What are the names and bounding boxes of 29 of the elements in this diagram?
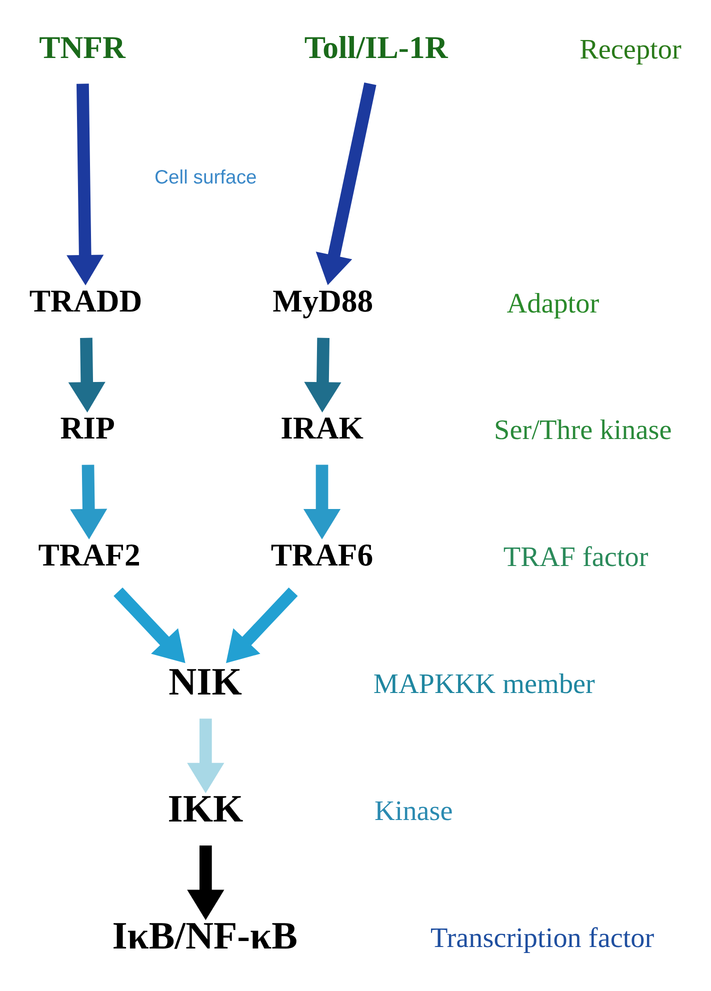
node-text: MyD88 bbox=[272, 283, 374, 318]
arrow bbox=[187, 845, 224, 920]
node-text: RIP bbox=[60, 410, 115, 446]
node-text: TNFR bbox=[39, 29, 126, 64]
arrow bbox=[187, 718, 224, 793]
label: Receptor bbox=[580, 34, 682, 65]
label: Cell surface bbox=[154, 166, 257, 188]
arrow bbox=[316, 82, 376, 285]
node-text: IKK bbox=[168, 786, 244, 830]
node-text: IRAK bbox=[280, 410, 364, 446]
node-text: IκB/NF-κB bbox=[112, 914, 298, 957]
label: Transcription factor bbox=[430, 922, 654, 954]
node-text: TRAF2 bbox=[38, 536, 140, 572]
arrow bbox=[114, 586, 186, 663]
arrow bbox=[303, 464, 341, 539]
node-text: Toll/IL-1R bbox=[304, 29, 448, 64]
label: MAPKKK member bbox=[373, 668, 595, 700]
arrow bbox=[68, 337, 106, 412]
label: Kinase bbox=[374, 796, 453, 826]
node-text: TRADD bbox=[29, 283, 142, 318]
label: TRAF factor bbox=[503, 542, 648, 573]
arrow bbox=[70, 464, 108, 539]
arrow bbox=[226, 587, 298, 663]
node-text: NIK bbox=[168, 660, 242, 703]
arrow bbox=[66, 83, 104, 285]
label: Adaptor bbox=[506, 288, 600, 319]
node-text: TRAF6 bbox=[270, 536, 374, 572]
label: Ser/Thre kinase bbox=[494, 414, 672, 446]
arrow bbox=[304, 337, 342, 412]
